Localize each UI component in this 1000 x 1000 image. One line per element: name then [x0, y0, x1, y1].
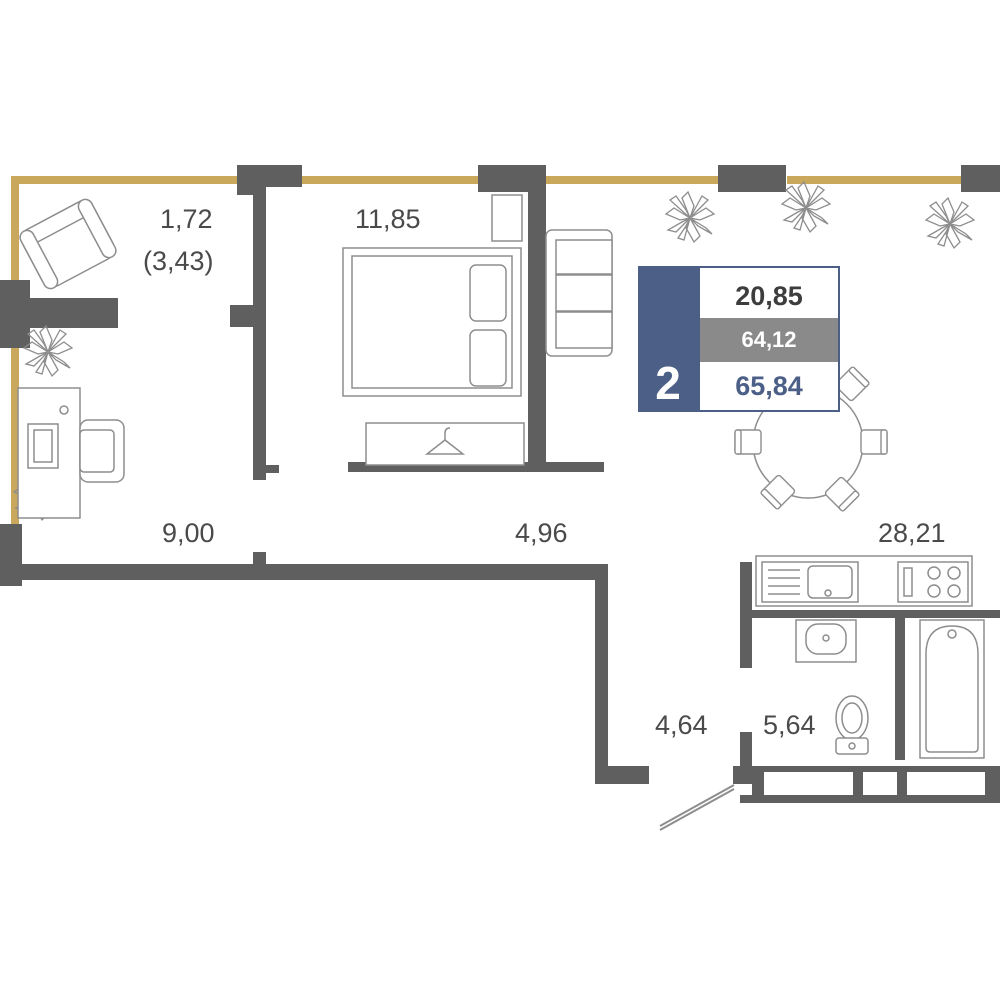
desk-icon: [17, 387, 125, 519]
bathroom-area: 5,64: [763, 710, 816, 740]
study-area: 9,00: [162, 518, 215, 548]
sofa-icon: [545, 229, 613, 357]
plant-icon: [781, 181, 831, 233]
bedroom-area: 11,85: [355, 204, 421, 234]
toilet-icon: [835, 695, 869, 755]
kitchen-counter: [755, 555, 973, 607]
loggia-area: 1,72: [160, 204, 213, 234]
plant-icon: [23, 325, 73, 377]
living-kitchen-area: 28,21: [878, 518, 946, 548]
rooms-count: 2: [638, 266, 698, 412]
nightstand-icon: [491, 194, 523, 242]
apartment-summary-badge: 2 20,85 64,12 65,84: [638, 266, 840, 412]
windows: [11, 176, 962, 524]
plant-icon: [925, 197, 975, 249]
washbasin-icon: [795, 619, 857, 663]
area-summary: 20,85 64,12 65,84: [698, 266, 840, 412]
loggia-area-with-coefficient: (3,43): [143, 246, 214, 276]
hallway-area: 4,96: [515, 518, 568, 548]
entrance-area: 4,64: [655, 710, 708, 740]
plant-icon: [665, 191, 715, 243]
bathtub-icon: [919, 619, 985, 759]
wardrobe-icon: [365, 422, 525, 466]
double-bed-icon: [342, 247, 522, 397]
net-area: 64,12: [700, 318, 838, 362]
walls: [0, 165, 1000, 803]
living-area: 20,85: [735, 281, 803, 311]
stove-icon: [897, 561, 969, 603]
entrance-door-icon: [659, 784, 735, 831]
total-area: 65,84: [735, 371, 803, 401]
armchair-icon: [19, 198, 117, 290]
